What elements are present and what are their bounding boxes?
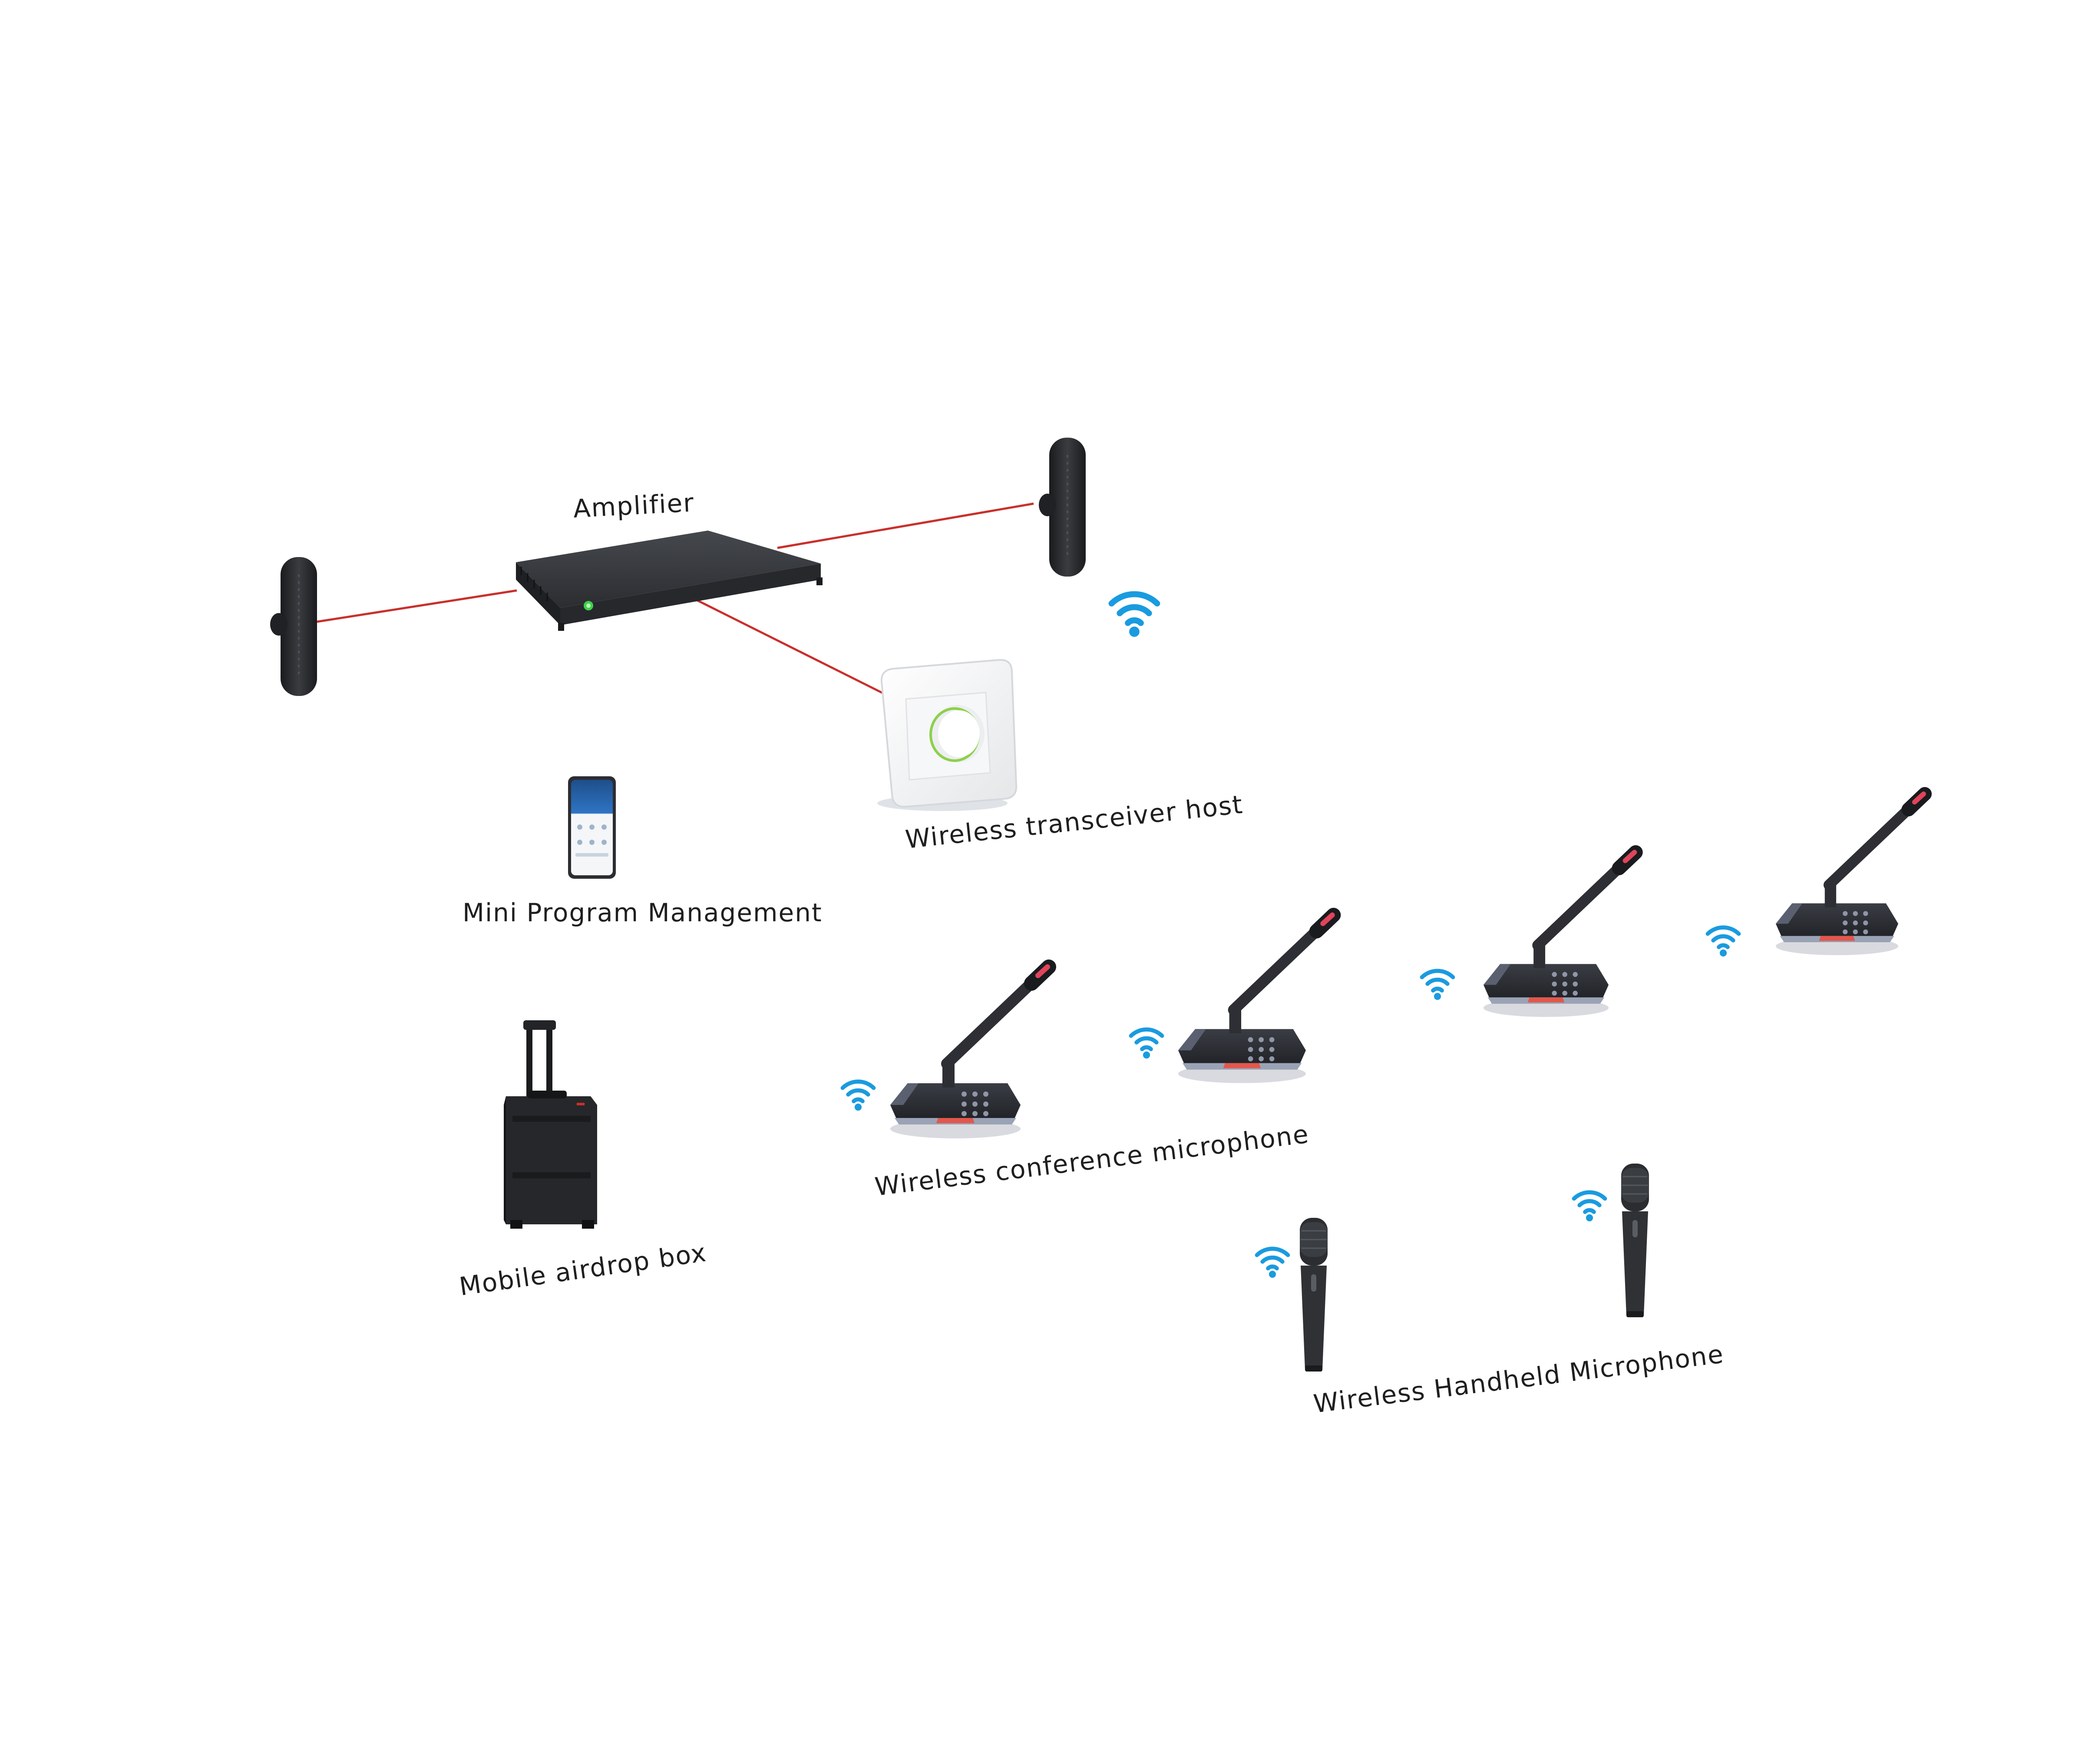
transceiver-device <box>877 659 1018 811</box>
cable-amp-to-right-speaker <box>777 502 1034 549</box>
mini-program-label: Mini Program Management <box>463 898 823 927</box>
wifi-icon <box>1422 971 1453 999</box>
wifi-icon <box>843 1081 873 1110</box>
conference-microphone-icon <box>1484 852 1636 1017</box>
wifi-icon <box>1257 1249 1288 1277</box>
conference-microphones <box>890 794 1925 1138</box>
conference-microphone-icon <box>1776 794 1925 955</box>
conference-mic-2 <box>1178 915 1334 1083</box>
suitcase-icon <box>504 1020 597 1229</box>
wifi-icon <box>1131 1029 1162 1058</box>
speaker-icon <box>269 556 318 697</box>
conference-mic-4 <box>1776 794 1925 955</box>
wifi-icon <box>1708 927 1738 956</box>
conference-microphone-icon <box>890 967 1049 1138</box>
smartphone-device <box>568 776 616 879</box>
amplifier-icon <box>516 531 823 631</box>
speaker-right <box>1038 437 1087 577</box>
conference-microphone-icon <box>1178 915 1334 1083</box>
speaker-icon <box>1038 437 1087 577</box>
conference-mic-3 <box>1484 852 1636 1017</box>
smartphone-icon <box>568 776 616 879</box>
handheld-microphone-icon <box>1620 1163 1650 1318</box>
speaker-left <box>269 556 318 697</box>
handheld-mic-1 <box>1299 1217 1328 1372</box>
cable-amp-to-transceiver <box>694 598 904 705</box>
cables <box>317 502 1034 705</box>
amplifier-device <box>516 531 823 631</box>
wifi-icon <box>1574 1192 1605 1221</box>
conference-mic-1 <box>890 967 1049 1138</box>
cable-amp-to-left-speaker <box>317 589 517 623</box>
transceiver-icon <box>877 659 1018 811</box>
handheld-mic-2 <box>1620 1163 1650 1318</box>
suitcase-device <box>504 1020 597 1229</box>
handheld-microphone-icon <box>1299 1217 1328 1372</box>
wifi-icon <box>1112 594 1157 637</box>
